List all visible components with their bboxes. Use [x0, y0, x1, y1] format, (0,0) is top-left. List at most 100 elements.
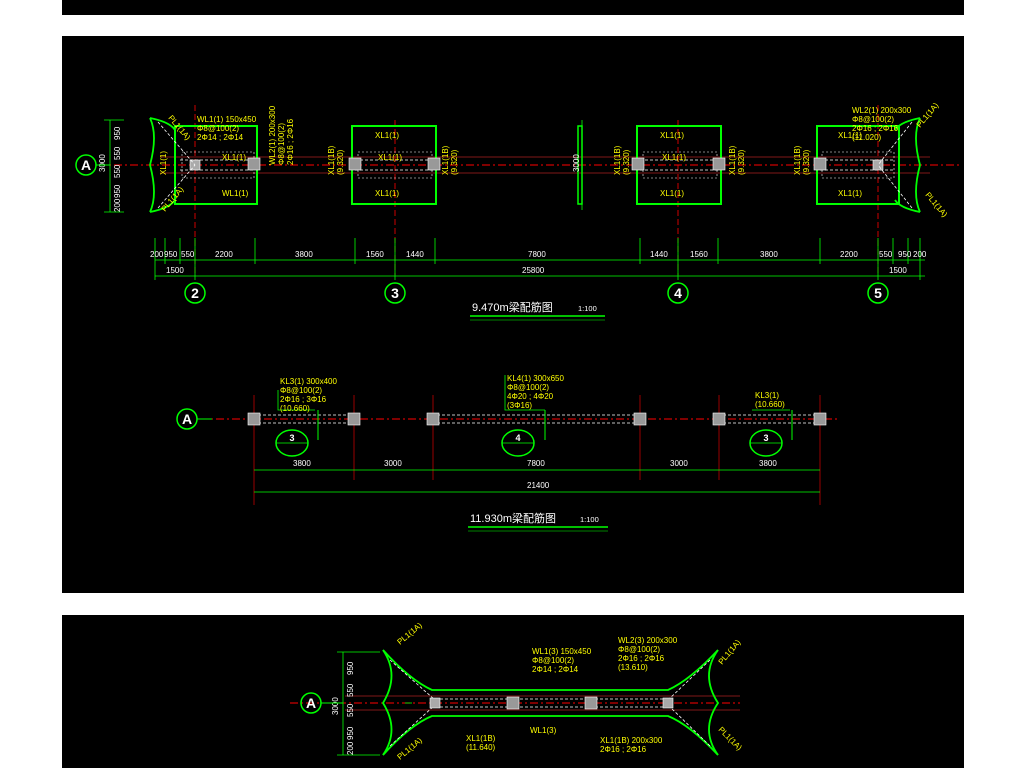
plan2-dim-3000: 3000: [384, 459, 402, 468]
plan1-dim-3800: 3800: [295, 250, 313, 259]
plan1-note-elev-a: (9.320): [336, 149, 345, 175]
plan2-section-4: 4: [515, 433, 520, 443]
plan1-vdim-950: 950: [113, 126, 122, 140]
plan3-note-xl1b-size: XL1(1B) 200x300: [600, 736, 663, 745]
plan1-dim-1440b: 1440: [650, 250, 668, 259]
top-drawing-strip: [62, 0, 964, 15]
plan1-note-xl1-a: XL1(1): [375, 131, 399, 140]
plan3-vdim-550b: 550: [346, 703, 355, 717]
plan1-note-xl1-mid2: XL1(1): [662, 153, 686, 162]
plan3-note-wl2-elev: (13.610): [618, 663, 648, 672]
plan3-vdim-950: 950: [346, 661, 355, 675]
plan1-grid-3: 3: [391, 285, 399, 301]
plan2-note-kl4-extra: (3Φ16): [507, 401, 532, 410]
plan1-note-xl1-d: XL1(1): [660, 189, 684, 198]
plan1-note-pl1-right: PL1(1A): [915, 101, 941, 130]
plan3-vdim-950b: 950: [346, 726, 355, 740]
plan2-dim-3800b: 3800: [759, 459, 777, 468]
plan3-note-xl1b-elev: (11.640): [466, 743, 496, 752]
plan1-note-xl1-b: XL1(1): [660, 131, 684, 140]
plan2-note-kl3-bars: 2Φ16 ; 3Φ16: [280, 395, 327, 404]
plan1-note-wl2-rot-c: 2Φ16 ; 2Φ16: [286, 118, 295, 165]
plan1-dim-1500: 1500: [166, 266, 184, 275]
plan1-vdim-3000: 3000: [98, 154, 107, 172]
plan2-section-3a: 3: [289, 433, 294, 443]
plan2-note-kl4-bars: 4Φ20 ; 4Φ20: [507, 392, 554, 401]
plan1-note-elev-b: (9.320): [450, 149, 459, 175]
plan1-dim-1560b: 1560: [690, 250, 708, 259]
plan1-note-wl2-stirrup: Φ8@100(2): [852, 115, 894, 124]
plan2-grid-A: A: [182, 411, 192, 427]
plan1-note-wl1-lower: WL1(1): [222, 189, 249, 198]
plan1-note-xl1b-d: XL1(1B): [728, 145, 737, 175]
plan1-vdim-950b: 950: [113, 184, 122, 198]
plan1-dim-200: 200: [150, 250, 164, 259]
plan2-note-kl4: KL4(1) 300x650: [507, 374, 564, 383]
plan2-dim-3000b: 3000: [670, 459, 688, 468]
plan3-note-wl1: WL1(3) 150x450: [532, 647, 592, 656]
plan1-note-elev-c: (9.320): [622, 149, 631, 175]
plan1-dim-950: 950: [164, 250, 178, 259]
plan3-note-wl2-bars: 2Φ16 ; 2Φ16: [618, 654, 665, 663]
plan3-note-wl1-stirrup: Φ8@100(2): [532, 656, 574, 665]
plan1-dim-200b: 200: [913, 250, 927, 259]
plan1-dim-550b: 550: [879, 250, 893, 259]
plan3-vdim-550a: 550: [346, 683, 355, 697]
plan-11930: A KL3(1) 300x400 Φ8@100(2) 2Φ16 ; 3Φ16 (…: [176, 374, 840, 532]
plan1-dim-3800b: 3800: [760, 250, 778, 259]
plan1-dim-950b: 950: [898, 250, 912, 259]
plan2-note-kl4-stirrup: Φ8@100(2): [507, 383, 549, 392]
plan2-note-kl3b-elev: (10.660): [755, 400, 785, 409]
plan1-note-wl2-rot: WL2(1) 200x300: [268, 105, 277, 165]
plan1-note-xl1-g: XL1(1): [838, 189, 862, 198]
bottom-drawing-svg: 3000 950 550 550 950 200 A WL1(3) 150x45…: [290, 621, 744, 762]
plan1-note-xl1b-b: XL1(1B): [441, 145, 450, 175]
plan1-note-xl1-c: XL1(1): [375, 189, 399, 198]
plan1-note-elev-e: (9.320): [802, 149, 811, 175]
plan1-note-xl1-mid: XL1(1): [378, 153, 402, 162]
plan1-vdim-550a: 550: [113, 146, 122, 160]
plan1-note-wl1: WL1(1) 150x450: [197, 115, 257, 124]
plan3-grid-A: A: [306, 695, 316, 711]
plan1-scale: 1:100: [578, 304, 597, 313]
plan1-note-pl1-right-low: PL1(1A): [923, 191, 949, 220]
plan-9470: 3000 950 550 550 950 200 3000 A WL1(1) 1…: [75, 101, 960, 321]
plan2-note-kl3-stirrup: Φ8@100(2): [280, 386, 322, 395]
plan2-title: 11.930m梁配筋图: [470, 511, 556, 525]
plan1-grid-5: 5: [874, 285, 882, 301]
plan2-dim-7800: 7800: [527, 459, 545, 468]
plan1-note-pl1-left-low: PL1(1A): [160, 185, 186, 214]
plan1-dim-2200: 2200: [215, 250, 233, 259]
plan1-note-elev-d: (9.320): [737, 149, 746, 175]
plan2-dim-3800: 3800: [293, 459, 311, 468]
plan3-note-xl1b: XL1(1B): [466, 734, 496, 743]
plan1-dim-25800: 25800: [522, 266, 545, 275]
plan1-grid-4: 4: [674, 285, 682, 301]
plan1-dim-2200b: 2200: [840, 250, 858, 259]
plan1-dim-1440: 1440: [406, 250, 424, 259]
plan3-note-pl1-right: PL1(1A): [717, 638, 743, 667]
bottom-drawing-panel: 3000 950 550 550 950 200 A WL1(3) 150x45…: [62, 615, 964, 768]
plan3-note-wl2-stirrup: Φ8@100(2): [618, 645, 660, 654]
plan1-mid-vdim: 3000: [572, 154, 581, 172]
plan1-note-wl2: WL2(1) 200x300: [852, 106, 912, 115]
plan1-note-wl1-bars: 2Φ14 ; 2Φ14: [197, 133, 244, 142]
plan2-section-3b: 3: [763, 433, 768, 443]
main-drawing-svg: 3000 950 550 550 950 200 3000 A WL1(1) 1…: [75, 101, 960, 532]
plan1-note-xl1b-a: XL1(1B): [327, 145, 336, 175]
plan3-note-wl2: WL2(3) 200x300: [618, 636, 678, 645]
plan1-vdim-550b: 550: [113, 164, 122, 178]
plan3-note-pl1-left: PL1(1A): [396, 621, 425, 647]
plan1-note-xl1-left: XL1(1): [159, 151, 168, 175]
plan1-dim-550: 550: [181, 250, 195, 259]
plan3-note-pl1-right-low: PL1(1A): [717, 725, 744, 752]
plan1-note-xl1b-c: XL1(1B): [613, 145, 622, 175]
plan1-note-wl2-elev: (11.020): [852, 133, 882, 142]
plan1-note-pl1-left: PL1(1A): [166, 114, 192, 143]
plan3-note-wl1-bars: 2Φ14 ; 2Φ14: [532, 665, 579, 674]
plan1-note-wl2-rot-b: Φ8@100(2): [277, 123, 286, 165]
plan2-scale: 1:100: [580, 515, 599, 524]
plan3-vdim-200: 200: [346, 741, 355, 755]
plan3-vdim-3000: 3000: [331, 697, 340, 715]
plan2-note-kl3b: KL3(1): [755, 391, 779, 400]
